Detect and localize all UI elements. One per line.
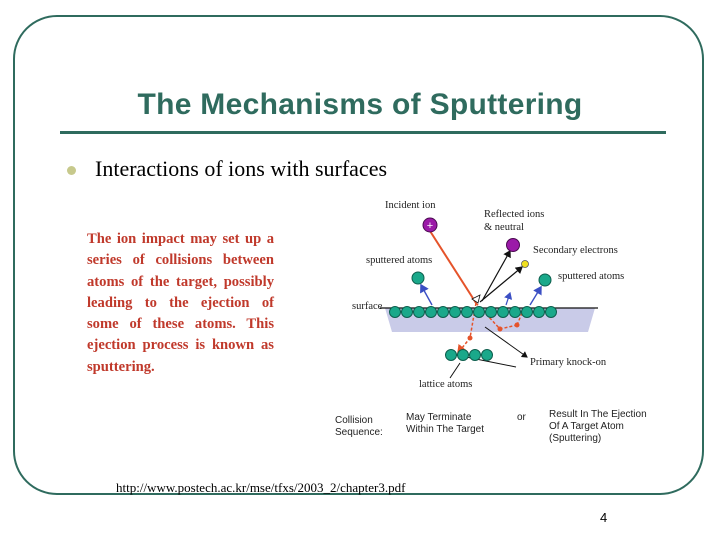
caption-result-line1: Result In The Ejection	[549, 409, 647, 420]
impact-marker	[471, 294, 481, 304]
sputtering-diagram: + Incident ion Reflected ions & neutral …	[330, 195, 670, 450]
sputtering-diagram-graphic: +	[380, 217, 598, 379]
label-neutral: & neutral	[484, 222, 524, 233]
sputtered-atom-left	[411, 271, 425, 285]
knock-on-dot	[467, 335, 473, 341]
knock-on-pointer	[484, 326, 528, 358]
label-secondary-electrons: Secondary electrons	[533, 245, 618, 256]
surface-atom-row	[389, 306, 557, 318]
incident-ion	[422, 217, 438, 233]
label-sputtered-atoms-right: sputtered atoms	[558, 271, 625, 282]
sputter-arrow-left	[420, 283, 433, 306]
sputter-arrow-right	[529, 285, 542, 306]
caption-collision: Collision Sequence:	[335, 415, 383, 439]
caption-terminate-line1: May Terminate	[406, 412, 472, 423]
slide-frame	[13, 15, 704, 495]
label-reflected-ions: Reflected ions	[484, 209, 545, 220]
reflected-ion	[506, 238, 520, 252]
lattice-atom-row	[445, 349, 493, 361]
label-lattice-atoms: lattice atoms	[419, 379, 473, 390]
knock-on-dot	[514, 322, 520, 328]
bullet-text: Interactions of ions with surfaces	[95, 156, 388, 181]
caption-or: or	[517, 412, 526, 423]
title-underline	[60, 131, 666, 134]
label-incident-ion: Incident ion	[385, 200, 436, 211]
secondary-electron	[521, 260, 529, 268]
lattice-pointer	[449, 362, 461, 379]
caption-result-line3: (Sputtering)	[549, 433, 602, 444]
caption-collision-line1: Collision	[335, 415, 373, 426]
source-link[interactable]: http://www.postech.ac.kr/mse/tfxs/2003_2…	[116, 480, 406, 495]
description-paragraph: The ion impact may set up a series of co…	[87, 231, 274, 375]
reflected-ion-arrow	[481, 249, 511, 302]
caption-terminate-line2: Within The Target	[406, 424, 485, 435]
ion-plus-sign: +	[427, 220, 433, 232]
page-number: 4	[600, 510, 608, 525]
caption-collision-line2: Sequence:	[335, 427, 383, 438]
bullet-dot-icon	[67, 166, 76, 175]
sputtered-atom-right	[538, 273, 552, 287]
knock-on-dot	[497, 326, 503, 332]
caption-result-line2: Of A Target Atom	[549, 421, 624, 432]
label-primary-knock-on: Primary knock-on	[530, 357, 607, 368]
caption-terminate: May Terminate Within The Target	[406, 412, 484, 436]
slide-title: The Mechanisms of Sputtering	[137, 88, 583, 121]
incident-ion-path	[429, 230, 477, 304]
sputter-arrow-small	[504, 291, 513, 306]
label-surface: surface	[352, 301, 383, 312]
label-sputtered-atoms-left: sputtered atoms	[366, 255, 433, 266]
caption-result: Result In The Ejection Of A Target Atom …	[549, 409, 647, 445]
secondary-electron-arrow	[479, 266, 523, 303]
